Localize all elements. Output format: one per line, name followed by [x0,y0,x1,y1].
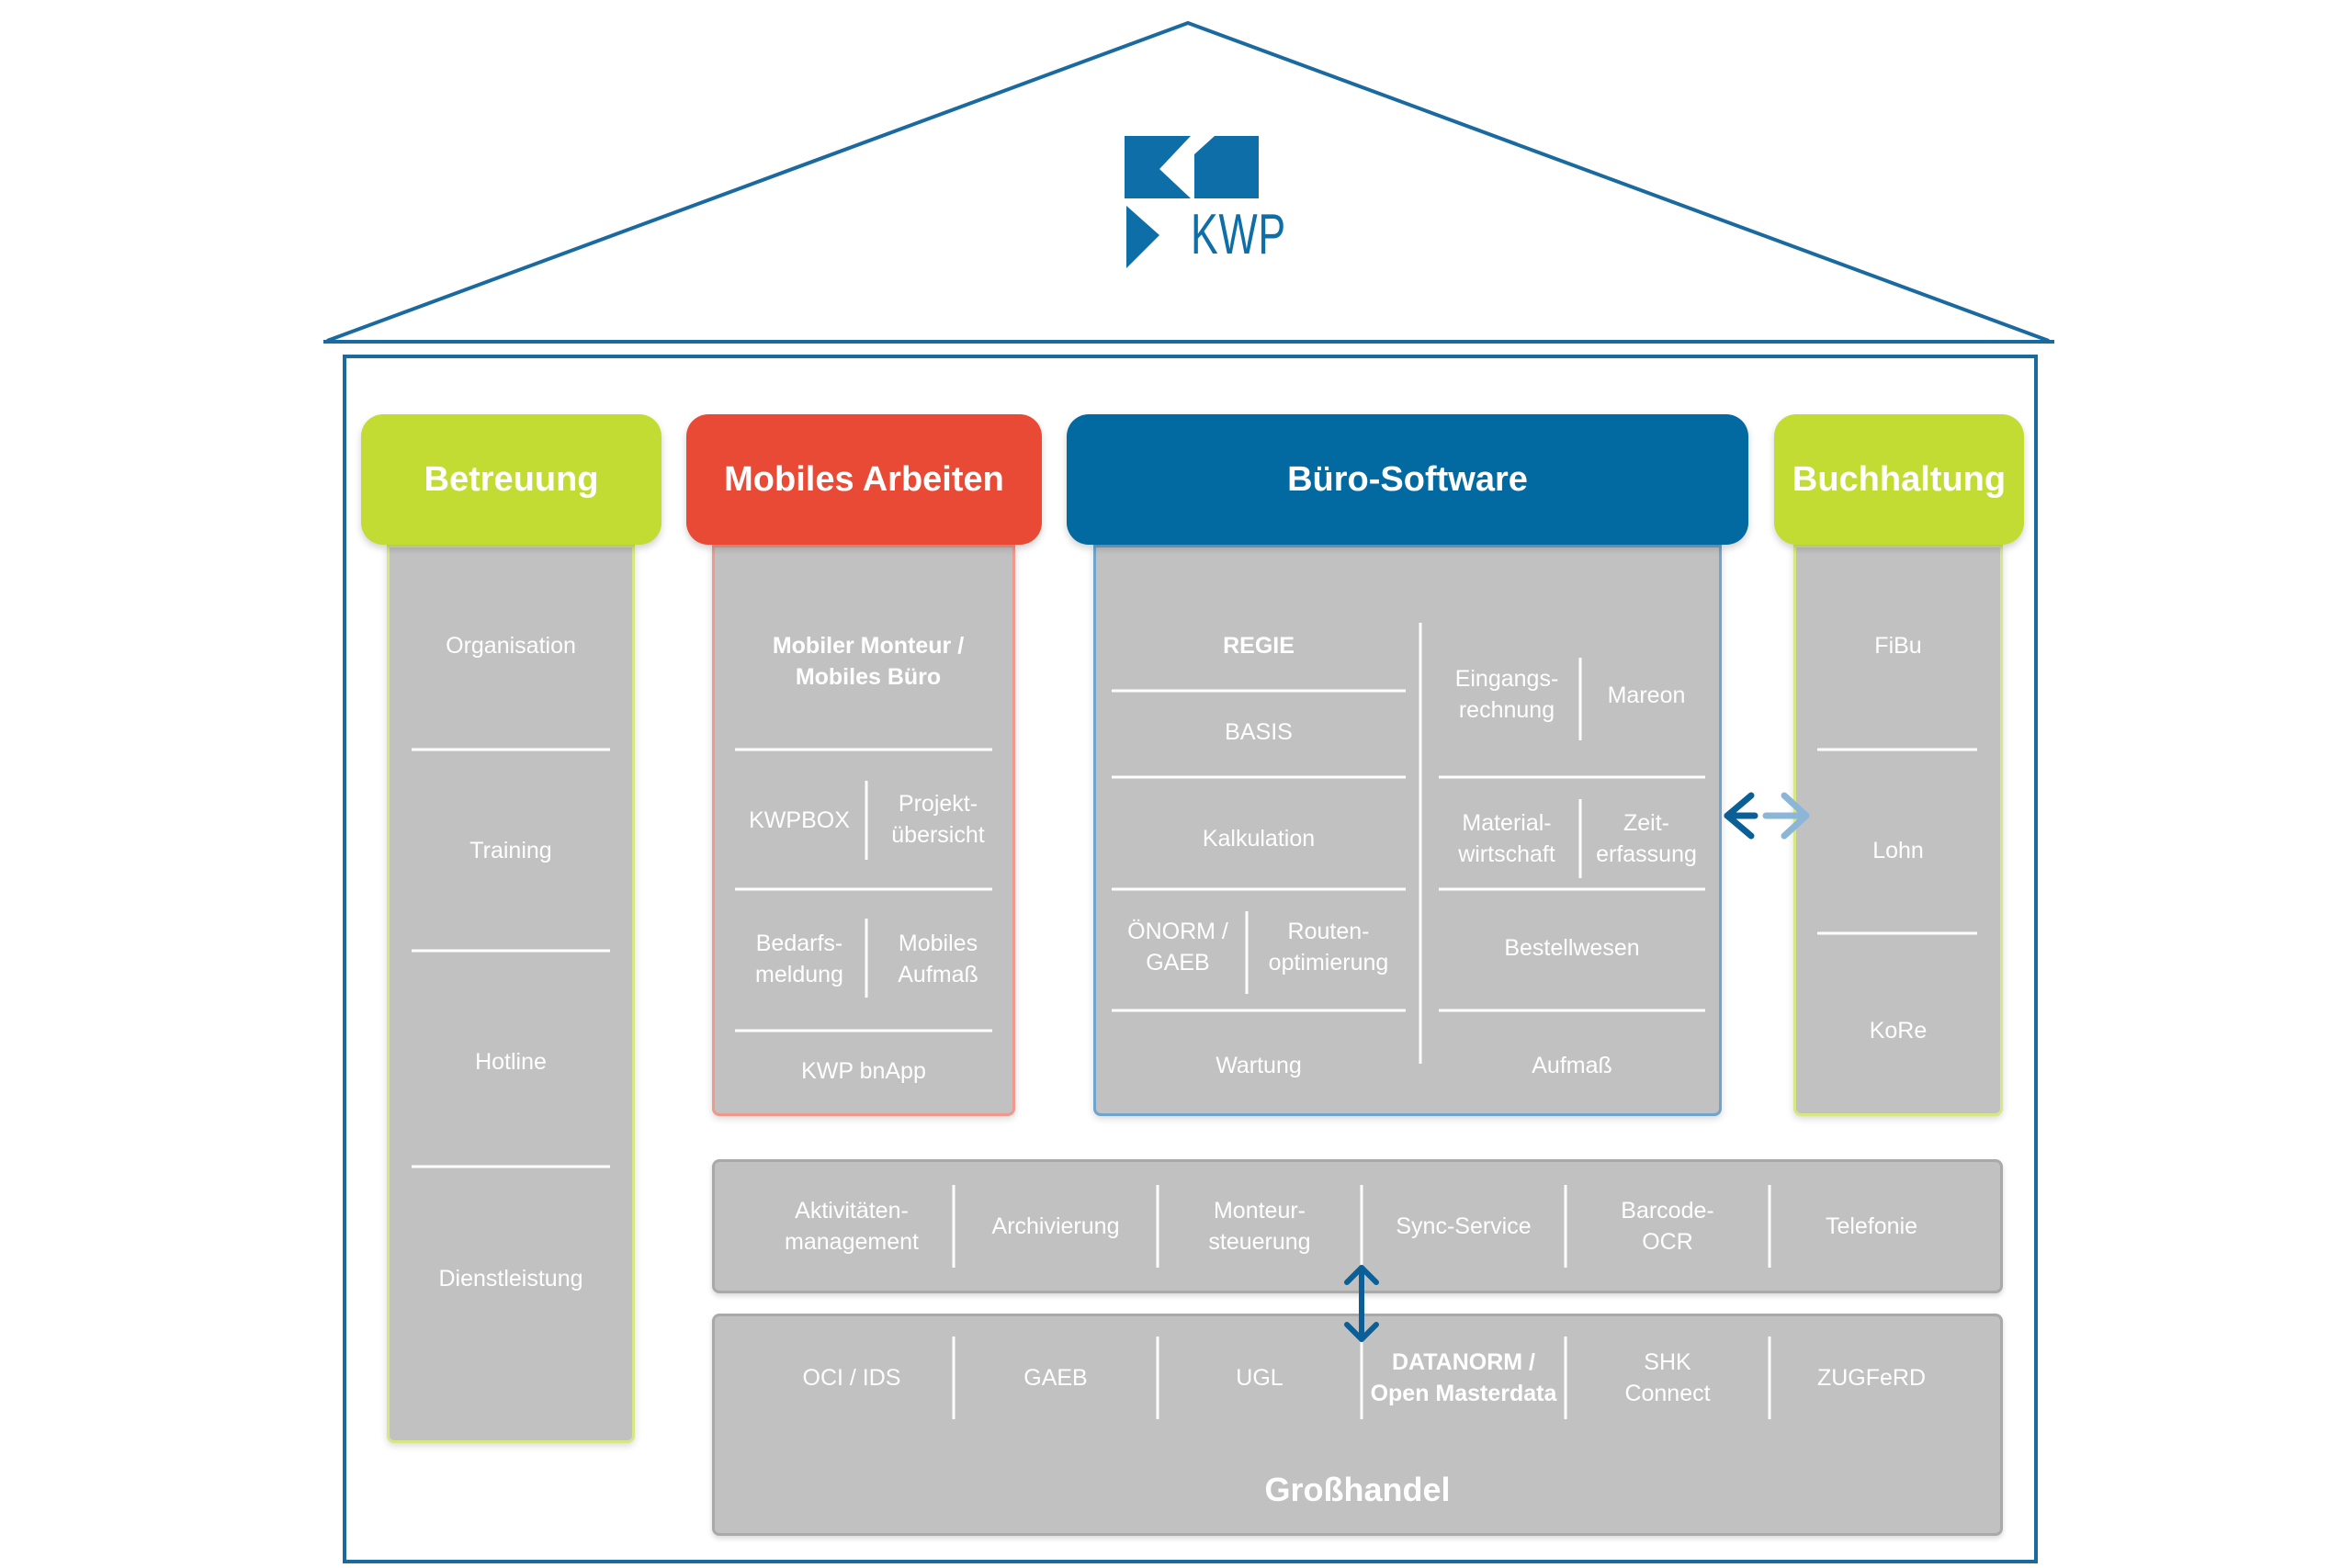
buero-item-basis: BASIS [1225,719,1293,745]
mobil-item-bedarfsmeldung: Bedarfs- meldung [755,931,843,987]
service-barcode-ocr: Barcode- OCR [1621,1198,1714,1255]
grosshandel-item-datanorm: DATANORM / Open Masterdata [1370,1349,1557,1406]
mobil-item-kwpbox: KWPBOX [749,807,850,833]
betreuung-title: Betreuung [424,459,599,499]
grosshandel-item-gaeb: GAEB [1023,1365,1088,1391]
buero-item-aufmass: Aufmaß [1532,1053,1612,1078]
buero-header: Büro-Software [1067,414,1748,545]
betreuung-item-organisation: Organisation [446,633,576,659]
service-archivierung: Archivierung [991,1213,1120,1239]
buero-item-mareon: Mareon [1607,682,1686,708]
service-aktivitaetenmanagement: Aktivitäten- management [785,1198,919,1255]
buero-item-materialwirtschaft: Material- wirtschaft [1458,810,1555,867]
betreuung-item-hotline: Hotline [475,1049,547,1075]
betreuung-item-dienstleistung: Dienstleistung [438,1266,583,1292]
buchhaltung-item-kore: KoRe [1869,1018,1928,1043]
betreuung-item-training: Training [469,838,552,863]
buero-item-kalkulation: Kalkulation [1202,826,1316,852]
service-monteursteuerung: Monteur- steuerung [1208,1198,1311,1255]
buero-item-routenoptimierung: Routen- optimierung [1268,919,1389,976]
mobil-item-monteur: Mobiler Monteur / Mobiles Büro [772,633,965,690]
mobil-item-projektuebersicht: Projekt- übersicht [891,791,985,848]
mobil-item-kwp-bnapp: KWP bnApp [801,1058,926,1084]
buchhaltung-header: Buchhaltung [1774,414,2024,545]
buero-item-oenorm-gaeb: ÖNORM / GAEB [1127,919,1228,976]
buero-item-wartung: Wartung [1216,1053,1302,1078]
grosshandel-item-oci-ids: OCI / IDS [802,1365,901,1391]
buero-item-eingangsrechnung: Eingangs- rechnung [1454,666,1559,723]
buchhaltung-title: Buchhaltung [1792,459,2007,499]
betreuung-column [387,545,635,1443]
grosshandel-item-shk-connect: SHK Connect [1624,1349,1711,1406]
buero-title: Büro-Software [1287,459,1528,499]
buchhaltung-item-lohn: Lohn [1872,838,1924,863]
grosshandel-item-ugl: UGL [1236,1365,1283,1391]
buchhaltung-item-fibu: FiBu [1874,633,1922,659]
grosshandel-title: Großhandel [1264,1471,1451,1508]
service-telefonie: Telefonie [1825,1213,1918,1239]
mobil-header: Mobiles Arbeiten [686,414,1042,545]
buero-item-bestellwesen: Bestellwesen [1504,935,1640,961]
kwp-logo-mark [1125,136,1259,268]
grosshandel-item-zugferd: ZUGFeRD [1816,1365,1927,1391]
buero-item-regie: REGIE [1223,633,1295,659]
grosshandel-band [712,1314,2003,1536]
service-sync-service: Sync-Service [1396,1213,1532,1239]
betreuung-header: Betreuung [361,414,662,545]
buero-column [1093,545,1722,1116]
buchhaltung-column [1793,545,2003,1116]
mobil-item-mobiles-aufmass: Mobiles Aufmaß [898,931,978,987]
mobil-column [712,545,1015,1116]
mobil-title: Mobiles Arbeiten [724,459,1004,499]
buero-item-zeiterfassung: Zeit- erfassung [1596,810,1697,867]
